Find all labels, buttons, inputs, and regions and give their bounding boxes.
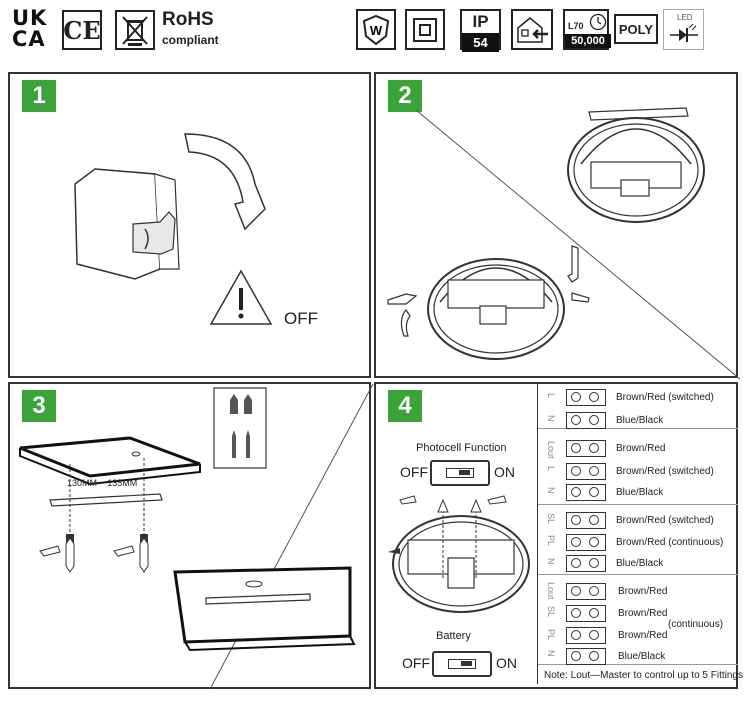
led-diode-icon: LED bbox=[663, 9, 704, 50]
step-4-panel: 4 Photocell Function OFF ON Battery OFF … bbox=[374, 382, 743, 689]
wire-label: Blue/Black bbox=[616, 415, 664, 426]
terminal-label: N bbox=[546, 558, 556, 565]
terminal-label: N bbox=[546, 487, 556, 494]
terminal-block bbox=[566, 463, 606, 480]
warning-triangle-icon bbox=[209, 269, 273, 325]
terminal-label: Lout bbox=[546, 582, 556, 600]
step-2-panel: 2 bbox=[374, 72, 741, 380]
terminal-block bbox=[566, 605, 606, 622]
terminal-label: PL bbox=[546, 629, 556, 641]
step-number: 4 bbox=[388, 390, 422, 422]
photocell-title: Photocell Function bbox=[416, 442, 507, 454]
step-1-panel: 1 OFF bbox=[8, 72, 371, 378]
junction-box-illustration bbox=[74, 133, 266, 280]
weee-bin-icon bbox=[115, 10, 155, 50]
terminal-label: L bbox=[546, 393, 556, 399]
wire-label: Brown/Red bbox=[618, 586, 668, 597]
terminal-block bbox=[566, 648, 606, 665]
wiring-note: Note: Lout—Master to control up to 5 Fit… bbox=[544, 670, 743, 681]
step-number: 3 bbox=[22, 390, 56, 422]
bracket-mount-illustration bbox=[19, 383, 374, 690]
off-label: OFF bbox=[284, 309, 318, 328]
terminal-label: SL bbox=[546, 513, 556, 525]
clock-icon bbox=[589, 13, 607, 31]
wire-label: Brown/Red (switched) bbox=[616, 392, 714, 403]
wire-label: Brown/Red (switched) bbox=[616, 515, 714, 526]
lifetime-label: L70 bbox=[568, 21, 584, 31]
terminal-block bbox=[566, 583, 606, 600]
led-label: LED bbox=[677, 13, 693, 22]
wire-label: Brown/Red bbox=[618, 630, 668, 641]
battery-title: Battery bbox=[436, 630, 471, 642]
terminal-block bbox=[566, 512, 606, 529]
wire-label: Blue/Black bbox=[616, 487, 664, 498]
poly-badge: POLY bbox=[614, 14, 658, 44]
wire-label: Blue/Black bbox=[618, 651, 666, 662]
fitting-mount-illustration bbox=[387, 107, 741, 380]
ip-label: IP bbox=[472, 12, 489, 31]
wire-label: Brown/Red (switched) bbox=[616, 466, 714, 477]
terminal-block bbox=[566, 440, 606, 457]
photocell-switch[interactable] bbox=[430, 460, 490, 486]
svg-text:W: W bbox=[370, 23, 383, 38]
wire-label: Brown/Red (continuous) bbox=[616, 537, 724, 548]
rohs-mark: RoHS compliant bbox=[162, 10, 219, 50]
rohs-title: RoHS bbox=[162, 9, 214, 30]
rohs-subtitle: compliant bbox=[162, 33, 219, 47]
step-3-panel: 3 130MM ~ 135MM bbox=[8, 382, 374, 690]
ce-mark: CE bbox=[62, 10, 102, 50]
spacing-label: 130MM ~ 135MM bbox=[67, 478, 138, 488]
step-number: 1 bbox=[22, 80, 56, 112]
step-number: 2 bbox=[388, 80, 422, 112]
terminal-label: N bbox=[546, 415, 556, 422]
wire-group-note: (continuous) bbox=[668, 619, 724, 630]
wiring-divider bbox=[537, 384, 538, 684]
battery-off-label: OFF bbox=[402, 655, 430, 671]
double-insulation-icon bbox=[405, 9, 445, 50]
terminal-block bbox=[566, 555, 606, 572]
terminal-label: Lout bbox=[546, 441, 556, 459]
photocell-on-label: ON bbox=[494, 464, 515, 480]
terminal-label: SL bbox=[546, 606, 556, 618]
photocell-off-label: OFF bbox=[400, 464, 428, 480]
ip-rating-badge: IP 54 bbox=[460, 9, 501, 52]
fitting-wiring-illustration bbox=[388, 495, 530, 613]
w-shield-icon: W bbox=[356, 9, 396, 50]
ip-value: 54 bbox=[462, 33, 499, 52]
terminal-label: PL bbox=[546, 535, 556, 547]
terminal-block bbox=[566, 534, 606, 551]
battery-on-label: ON bbox=[496, 655, 517, 671]
battery-switch[interactable] bbox=[432, 651, 492, 677]
wire-label: Blue/Black bbox=[616, 558, 664, 569]
lifetime-badge: L70 50,000 bbox=[563, 9, 611, 50]
terminal-block bbox=[566, 389, 606, 406]
wire-label: Brown/Red bbox=[618, 608, 668, 619]
lifetime-value: 50,000 bbox=[565, 34, 611, 48]
wire-label: Brown/Red bbox=[616, 443, 666, 454]
indoor-use-icon bbox=[511, 9, 553, 50]
terminal-block bbox=[566, 627, 606, 644]
terminal-label: N bbox=[546, 650, 556, 657]
terminal-block bbox=[566, 412, 606, 429]
terminal-label: L bbox=[546, 466, 556, 472]
terminal-block bbox=[566, 484, 606, 501]
